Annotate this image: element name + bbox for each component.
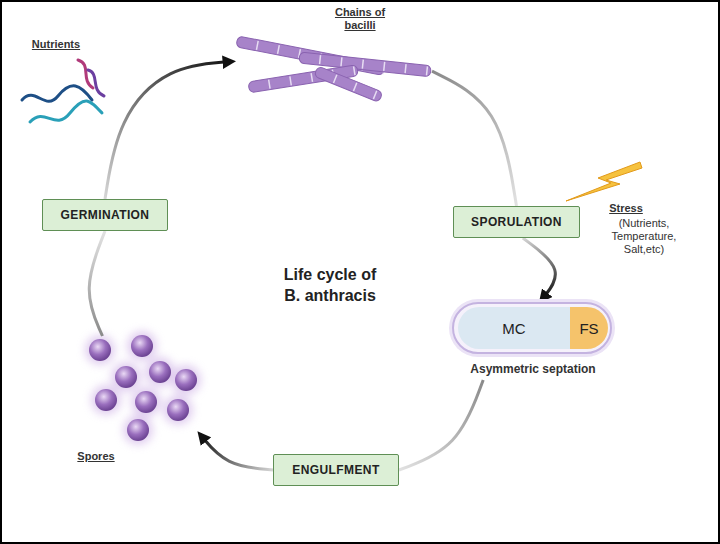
mother-cell: MC [458,307,570,349]
bacilli-group: Chains of bacilli [232,4,432,100]
spore-group: Spores [70,336,200,462]
nutrient-strand [78,60,93,88]
nutrient-strand [22,86,92,101]
spore-halo [171,365,201,395]
node-text: MC [458,307,570,349]
spore [95,389,117,411]
node-text: ENGULFMENT [274,455,398,485]
nutrient-strand [88,70,104,96]
cycle-arrow [200,434,273,470]
stage-box: SPORULATION [453,206,580,238]
forespore: FS [570,307,608,349]
node-text: Spores [74,450,118,463]
cycle-arrow [399,380,483,470]
cycle-arrow [105,62,232,199]
cycle-arrow [432,71,517,206]
spore-halo [123,415,153,445]
node-text: Asymmetric septation [450,362,616,376]
node-text: SPORULATION [454,207,579,237]
stress-label: Stress [604,202,648,215]
spore-halo [127,331,157,361]
spore [135,391,157,413]
spore-halo [163,395,193,425]
spore [115,366,137,388]
spore [89,339,111,361]
dividing-cell: Asymmetric septation MCFS [450,300,616,380]
spore-halo [131,387,161,417]
spore-halo [145,357,175,387]
stress-bolt [566,162,642,201]
node-text: Chains of bacilli [332,6,388,32]
spore-halo [85,335,115,365]
spore-halo [91,385,121,415]
stage-box: ENGULFMENT [273,454,399,486]
nutrient-strand [30,101,102,122]
spore [131,335,153,357]
stress-detail: (Nutrients, Temperature, Salt,etc) [598,217,690,256]
spore [149,361,171,383]
node-text: GERMINATION [43,200,167,230]
spore-glow [85,331,201,445]
diagram-title: Life cycle of B. anthracis [274,264,386,306]
spore [175,369,197,391]
spore-cluster [85,331,201,445]
node-text: FS [570,307,608,349]
cycle-arrow [523,238,556,300]
cell-divider [316,71,381,97]
stage-box: GERMINATION [42,199,168,231]
bacilli-chain [314,66,383,102]
cycle-arrow [89,231,105,336]
spore [167,399,189,421]
spore-halo [111,362,141,392]
spore [127,419,149,441]
bacillus-rod [314,66,383,102]
nutrients-label: Nutrients [30,38,82,51]
